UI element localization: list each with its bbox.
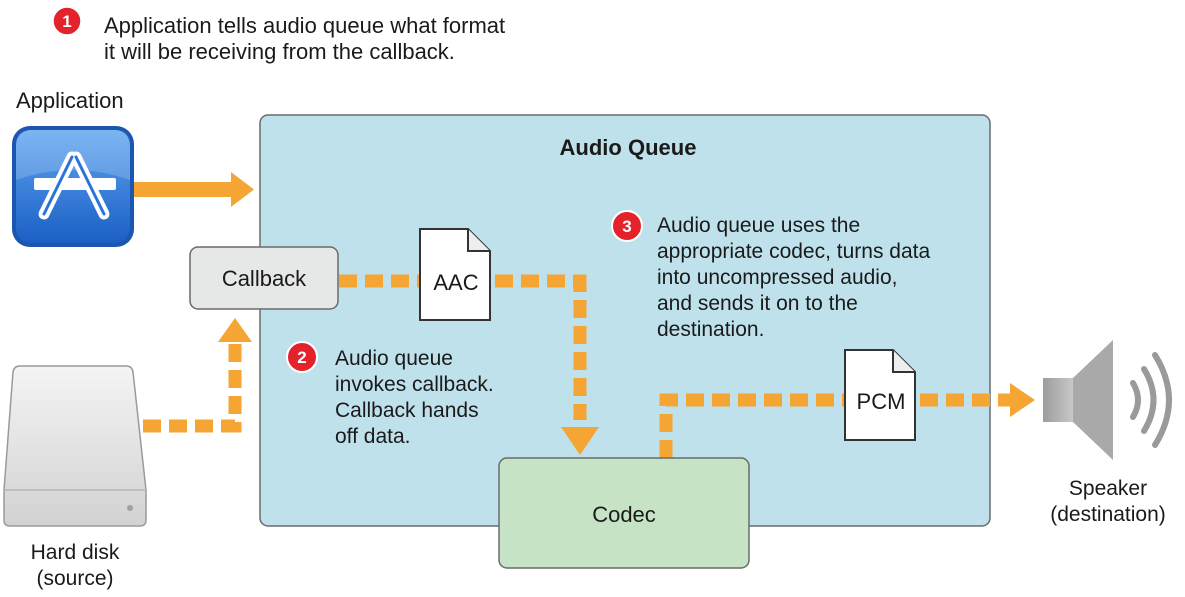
codec-label: Codec xyxy=(592,502,656,527)
pcm-document-icon xyxy=(844,349,916,441)
aac-label: AAC xyxy=(433,270,479,295)
step-3-badge: 3 xyxy=(611,210,643,242)
step-1-text: Application tells audio queue what forma… xyxy=(104,13,506,64)
step-1-badge: 1 xyxy=(52,6,82,36)
hard-disk-label: Hard disk (source) xyxy=(30,541,120,590)
codec-box xyxy=(498,457,750,569)
callback-label: Callback xyxy=(221,266,307,291)
arrow-disk-to-callback xyxy=(143,318,252,433)
step-3-number: 3 xyxy=(622,217,631,236)
step-2-text: Audio queue invokes callback. Callback h… xyxy=(335,347,494,448)
step-1-number: 1 xyxy=(62,12,71,31)
pcm-label: PCM xyxy=(856,389,906,414)
arrow-app-to-queue xyxy=(134,172,254,207)
step-3-text: Audio queue uses the appropriate codec, … xyxy=(657,214,931,341)
hard-disk-icon xyxy=(3,365,147,527)
step-2-badge: 2 xyxy=(286,341,318,373)
application-label: Application xyxy=(16,88,124,113)
step-2-number: 2 xyxy=(297,348,306,367)
app-store-icon xyxy=(12,126,134,247)
speaker-label: Speaker (destination) xyxy=(1050,477,1166,526)
callback-box xyxy=(189,246,339,310)
audio-queue-title: Audio Queue xyxy=(559,135,697,160)
speaker-icon xyxy=(1043,340,1172,460)
aac-document-icon xyxy=(419,228,491,321)
